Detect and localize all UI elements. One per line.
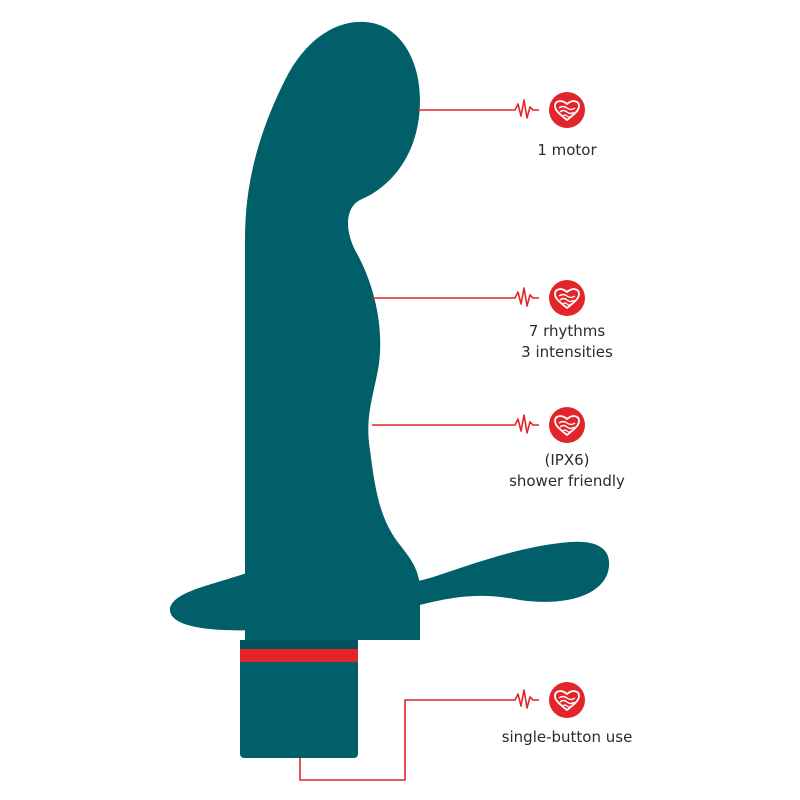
- feature-label-motor: 1 motor: [467, 140, 667, 161]
- heartbeat-pulse-icon: [504, 414, 540, 434]
- feature-text: 3 intensities: [521, 343, 613, 361]
- shaft: [245, 21, 420, 640]
- feature-text: shower friendly: [509, 472, 625, 490]
- feature-label-button: single-button use: [467, 727, 667, 748]
- callout-motor: [418, 91, 586, 129]
- feature-label-waterproof: (IPX6) shower friendly: [467, 450, 667, 492]
- heart-waves-icon: [548, 681, 586, 719]
- product-body: [169, 21, 610, 758]
- handle: [240, 648, 358, 758]
- callout-waterproof: [372, 406, 586, 444]
- feature-text: single-button use: [501, 728, 633, 746]
- heart-waves-icon: [548, 91, 586, 129]
- callout-button: [299, 681, 586, 781]
- feature-text: 1 motor: [537, 141, 597, 159]
- callout-rhythms: [372, 279, 586, 317]
- feature-text: 7 rhythms: [528, 322, 606, 340]
- base-button-ring[interactable]: [240, 648, 358, 662]
- heartbeat-pulse-icon: [504, 99, 540, 119]
- feature-text: (IPX6): [544, 451, 590, 469]
- heart-waves-icon: [548, 406, 586, 444]
- heart-waves-icon: [548, 279, 586, 317]
- feature-label-rhythms: 7 rhythms 3 intensities: [467, 321, 667, 363]
- heartbeat-pulse-icon: [504, 689, 540, 709]
- heartbeat-pulse-icon: [504, 287, 540, 307]
